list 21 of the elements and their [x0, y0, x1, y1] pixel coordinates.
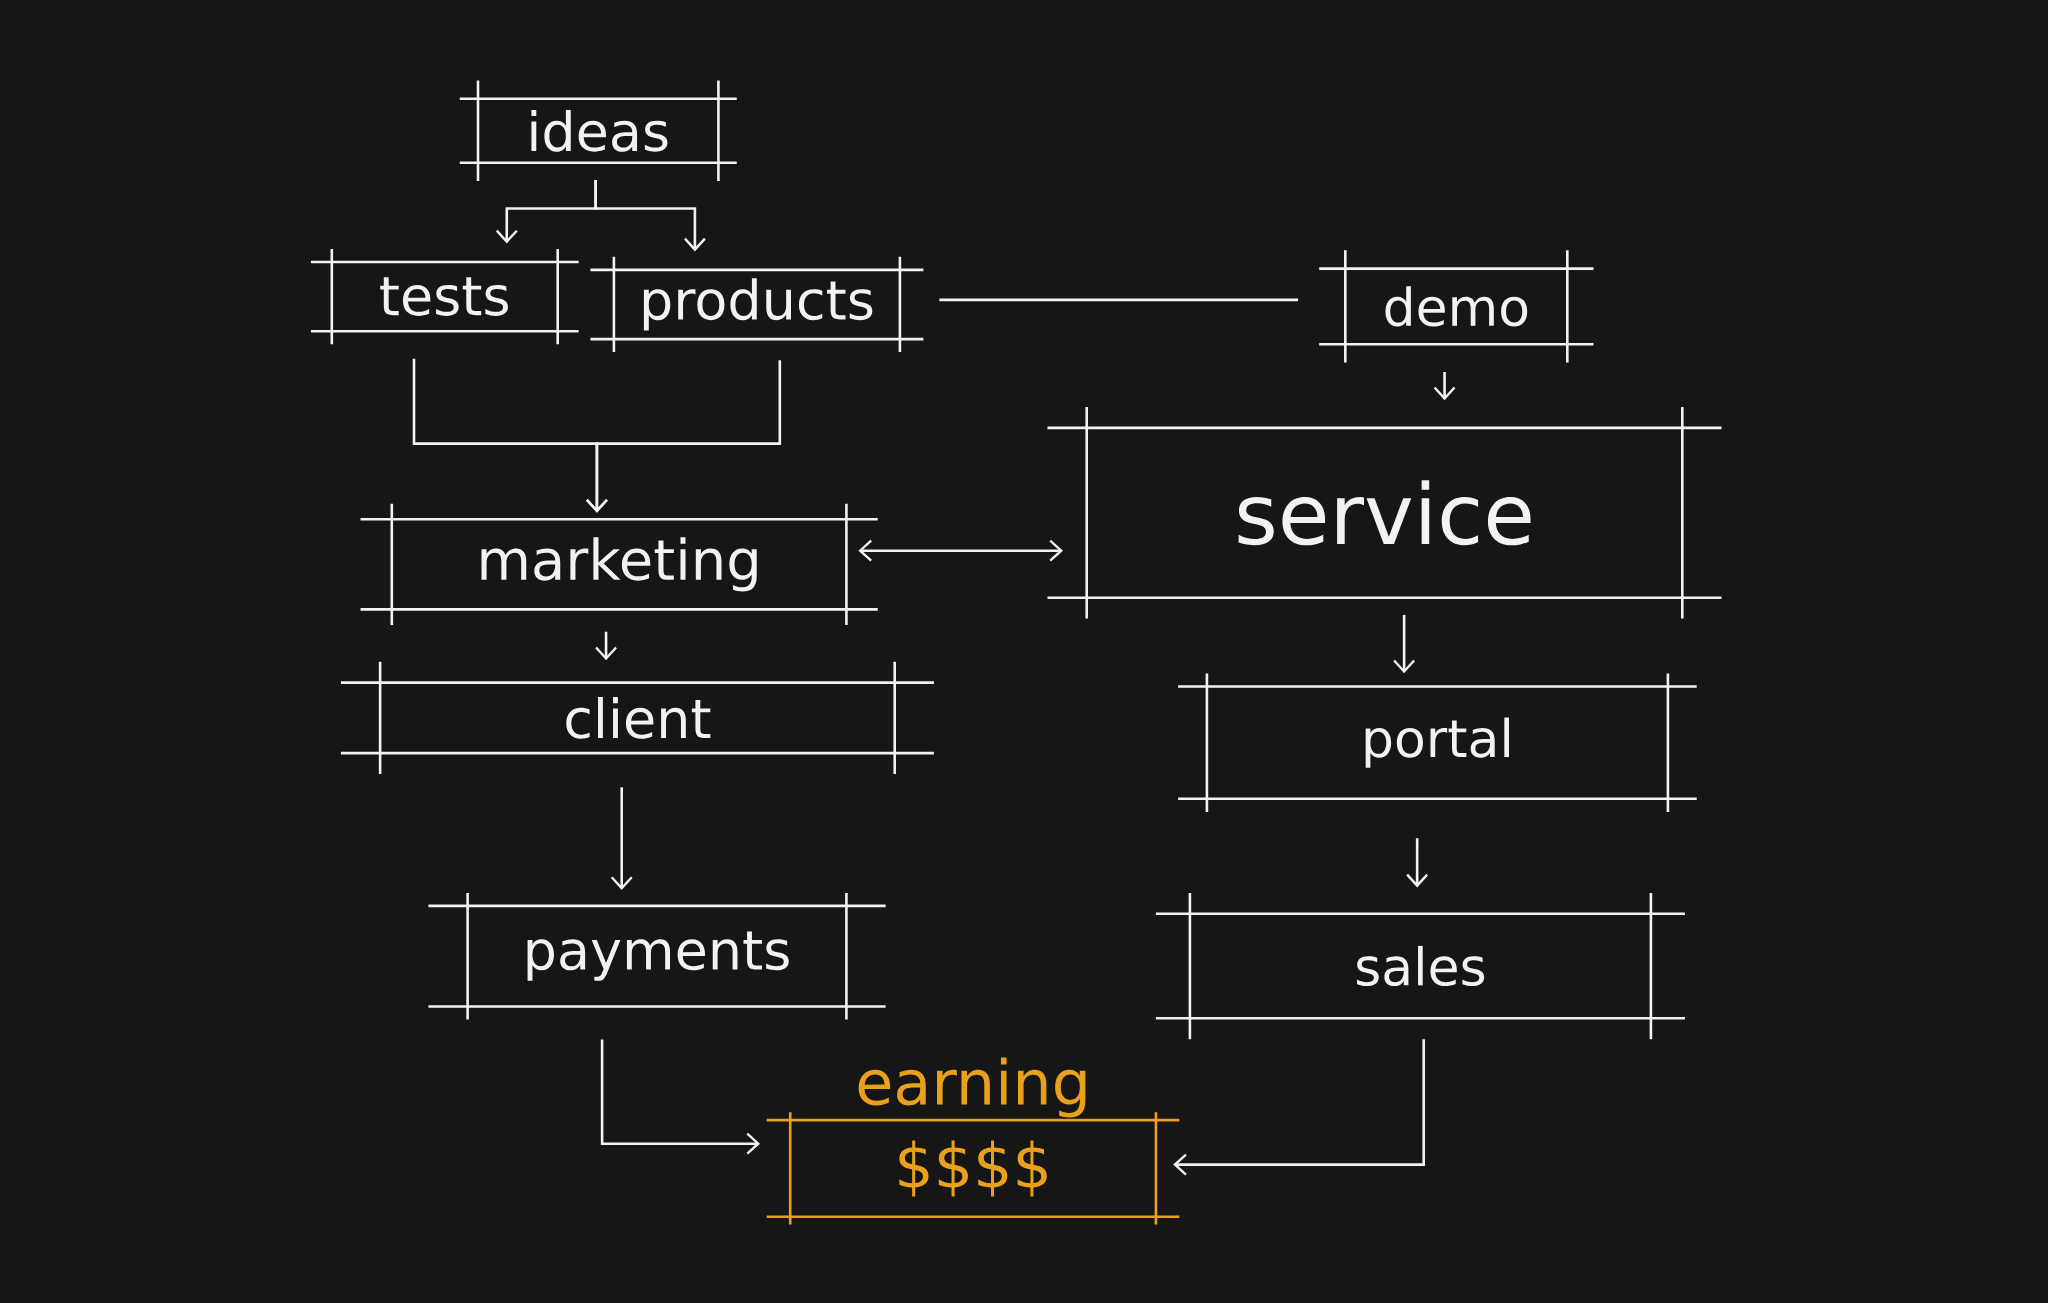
sketch-box: tests	[309, 247, 580, 346]
sketch-box: client	[339, 660, 936, 776]
sketch-box: payments	[427, 891, 887, 1021]
sketch-box: demo	[1317, 249, 1595, 364]
arrow	[1406, 838, 1429, 888]
sketch-box: marketing	[359, 502, 879, 627]
arrow	[1173, 1039, 1425, 1176]
arrow	[586, 360, 782, 513]
connector-line	[939, 298, 1299, 302]
sketch-box: portal	[1176, 672, 1698, 814]
arrow	[1433, 371, 1456, 401]
arrow	[595, 631, 617, 661]
sketch-box: products	[589, 255, 925, 354]
double-arrow	[858, 539, 1063, 562]
sketch-box: service	[1046, 405, 1723, 620]
arrow	[610, 787, 633, 890]
sketch-box: sales	[1154, 891, 1687, 1041]
arrow	[594, 180, 706, 252]
sketch-box: ideas	[458, 79, 738, 183]
arrow	[600, 1039, 761, 1155]
arrow	[1393, 614, 1415, 674]
